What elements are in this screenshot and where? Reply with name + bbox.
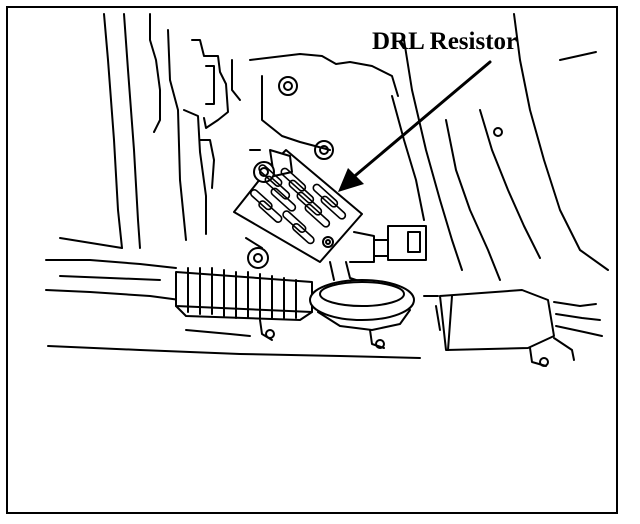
- callout-arrow: [338, 60, 492, 192]
- wiring-harness: [175, 267, 313, 341]
- body-panel: [391, 13, 609, 281]
- strut-pillar: [59, 13, 187, 249]
- mounting-bracket: [183, 39, 241, 235]
- callout-label: DRL Resistor: [372, 28, 518, 55]
- frame-rail: [45, 259, 421, 359]
- harness-connector-right: [423, 289, 603, 367]
- upper-plate: [249, 53, 399, 160]
- resistor-fins: [249, 164, 347, 245]
- drl-resistor: [233, 149, 363, 269]
- horn: [309, 279, 415, 349]
- diagram-frame: [6, 6, 618, 514]
- resistor-connector: [329, 225, 427, 283]
